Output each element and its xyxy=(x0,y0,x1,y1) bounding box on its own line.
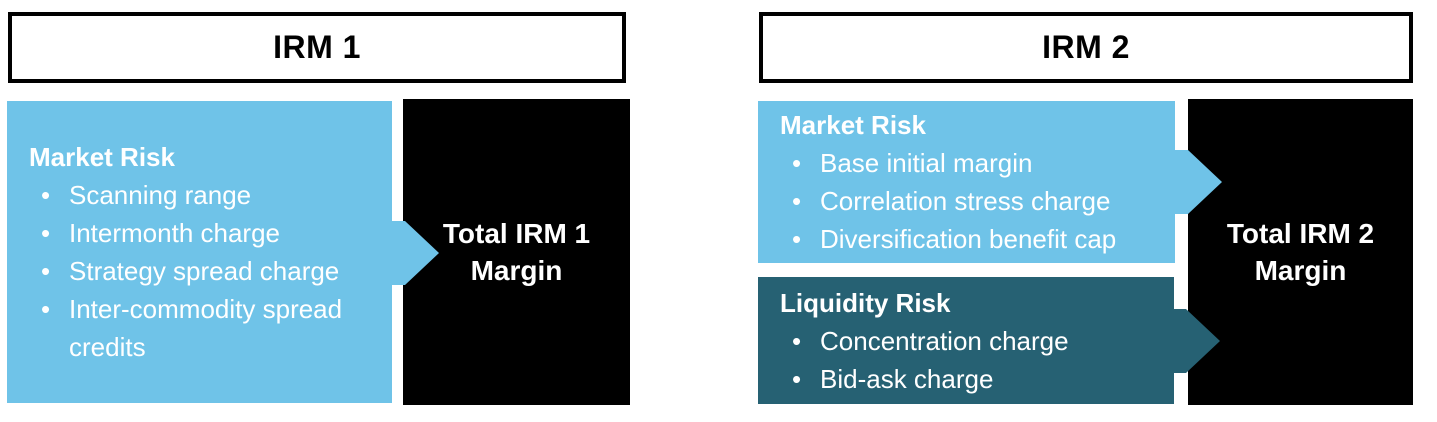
list-item: • Base initial margin xyxy=(780,144,1161,182)
list-item-label: Correlation stress charge xyxy=(820,186,1111,216)
irm1-title: IRM 1 xyxy=(273,29,361,65)
bullet-icon: • xyxy=(792,363,802,394)
total-label-line2: Margin xyxy=(470,255,563,286)
bullet-icon: • xyxy=(41,218,51,248)
bullet-icon: • xyxy=(41,180,51,210)
irm2-title: IRM 2 xyxy=(1042,29,1130,65)
liquidity-risk-heading: Liquidity Risk xyxy=(780,287,951,318)
list-item-label: Concentration charge xyxy=(820,325,1069,356)
irm1-total-margin-box: Total IRM 1 Margin xyxy=(403,99,630,405)
bullet-icon: • xyxy=(41,294,51,324)
bullet-icon: • xyxy=(792,186,802,216)
total-label-line2: Margin xyxy=(1254,255,1347,286)
list-item: • Bid-ask charge xyxy=(780,360,1160,398)
list-item-label: Intermonth charge xyxy=(69,218,281,248)
arrow-right-icon xyxy=(392,221,439,285)
list-item: • Scanning range xyxy=(29,176,378,214)
bullet-icon: • xyxy=(41,256,51,286)
list-item: • Strategy spread charge xyxy=(29,252,378,290)
market-risk-list: • Base initial margin • Correlation stre… xyxy=(780,144,1161,258)
list-item: • Intermonth charge xyxy=(29,214,378,252)
list-item-label: Bid-ask charge xyxy=(820,363,994,394)
list-item: • Concentration charge xyxy=(780,322,1160,360)
irm1-market-risk-box: Market Risk • Scanning range • Intermont… xyxy=(7,101,392,403)
bullet-icon: • xyxy=(792,224,802,254)
irm2-total-margin-box: Total IRM 2 Margin xyxy=(1188,99,1413,405)
arrow-stem xyxy=(392,221,405,285)
list-item-label: Scanning range xyxy=(69,180,252,210)
total-label-line1: Total IRM 2 xyxy=(1226,218,1375,249)
total-label-line1: Total IRM 1 xyxy=(442,218,591,249)
arrow-right-icon xyxy=(1175,150,1222,214)
market-risk-list: • Scanning range • Intermonth charge • S… xyxy=(29,176,378,366)
irm2-title-box: IRM 2 xyxy=(759,12,1413,83)
arrow-stem xyxy=(1173,309,1186,373)
list-item: • Diversification benefit cap xyxy=(780,220,1161,258)
arrow-head xyxy=(1188,150,1222,214)
arrow-head xyxy=(1186,309,1220,373)
market-risk-heading: Market Risk xyxy=(29,142,175,172)
list-item: • Correlation stress charge xyxy=(780,182,1161,220)
list-item-label: Diversification benefit cap xyxy=(820,224,1117,254)
irm2-market-risk-box: Market Risk • Base initial margin • Corr… xyxy=(758,101,1175,263)
list-item-label: Strategy spread charge xyxy=(69,256,340,286)
bullet-icon: • xyxy=(792,148,802,178)
liquidity-risk-list: • Concentration charge • Bid-ask charge xyxy=(780,322,1160,398)
list-item: • Inter-commodity spread credits xyxy=(29,290,378,366)
list-item-label: Base initial margin xyxy=(820,148,1033,178)
bullet-icon: • xyxy=(792,325,802,356)
irm2-liquidity-risk-box: Liquidity Risk • Concentration charge • … xyxy=(758,277,1174,404)
arrow-right-icon xyxy=(1173,309,1220,373)
arrow-stem xyxy=(1175,150,1188,214)
list-item-label: Inter-commodity spread credits xyxy=(69,294,343,362)
market-risk-heading: Market Risk xyxy=(780,110,926,140)
arrow-head xyxy=(405,221,439,285)
irm1-title-box: IRM 1 xyxy=(8,12,626,83)
